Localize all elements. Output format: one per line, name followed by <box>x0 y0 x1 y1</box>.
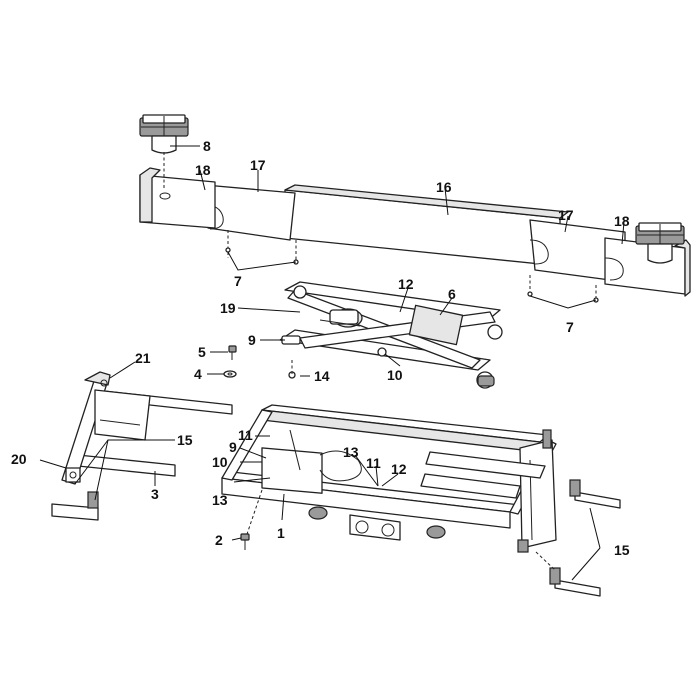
callout-17-left: 17 <box>250 157 266 173</box>
part-18-right-end-plate <box>674 239 691 297</box>
callout-11-left: 11 <box>238 427 253 443</box>
part-16-center-beam-top <box>284 184 569 219</box>
callout-13-right: 13 <box>343 444 359 460</box>
callout-1: 1 <box>277 525 285 541</box>
callout-4: 4 <box>194 366 202 382</box>
callout-3: 3 <box>151 486 159 502</box>
part-18-right-end <box>604 237 686 295</box>
callout-17-right: 17 <box>558 207 574 223</box>
part-5-bolt <box>228 345 237 360</box>
callout-21: 21 <box>135 350 151 366</box>
callout-18-left: 18 <box>195 162 211 178</box>
callout-12-upper: 12 <box>398 276 414 292</box>
part-1-base-frame <box>221 404 557 553</box>
callout-13-left: 13 <box>212 492 228 508</box>
callout-11-right: 11 <box>366 455 381 471</box>
callout-9-upper: 9 <box>248 332 256 348</box>
callout-labels: 8 18 17 16 17 18 7 7 19 12 6 9 10 5 4 14… <box>11 138 630 558</box>
callout-12-lower: 12 <box>391 461 407 477</box>
part-15-hook-right-lower <box>535 551 601 597</box>
callout-9-lower: 9 <box>229 439 237 455</box>
callout-10-lower: 10 <box>212 454 228 470</box>
callout-18-right: 18 <box>614 213 630 229</box>
part-7-screws-right <box>527 275 599 303</box>
callout-20: 20 <box>11 451 27 467</box>
leader-lines <box>39 145 625 581</box>
callout-6: 6 <box>448 286 456 302</box>
part-21-cross-tube <box>94 389 151 441</box>
part-15-hook-left <box>51 491 99 521</box>
part-4-washer <box>223 370 237 378</box>
callout-10-upper: 10 <box>387 367 403 383</box>
part-14-pin <box>288 360 296 379</box>
callout-8: 8 <box>203 138 211 154</box>
part-18-left-end-plate <box>139 167 161 223</box>
callout-7-left: 7 <box>234 273 242 289</box>
part-18-right-cutout <box>604 257 624 281</box>
part-18-bolt-hole <box>159 192 171 200</box>
callout-5: 5 <box>198 344 206 360</box>
callout-2: 2 <box>215 532 223 548</box>
callout-19: 19 <box>220 300 236 316</box>
part-2-bolt <box>240 533 250 550</box>
part-17-right-cutout <box>529 239 549 265</box>
callout-15-right: 15 <box>614 542 630 558</box>
part-19-hydraulic-cylinder <box>319 308 363 328</box>
callout-16: 16 <box>436 179 452 195</box>
part-8-rubber-pad-left <box>139 114 189 190</box>
callout-14: 14 <box>314 368 330 384</box>
callout-7-right: 7 <box>566 319 574 335</box>
part-17-left-extension <box>204 184 296 241</box>
part-7-screws-left <box>225 230 299 265</box>
part-15-hook-right-upper <box>569 479 621 509</box>
callout-15-left: 15 <box>177 432 193 448</box>
part-8-rubber-pad-right <box>635 222 685 264</box>
upper-beam-assembly <box>139 167 691 297</box>
